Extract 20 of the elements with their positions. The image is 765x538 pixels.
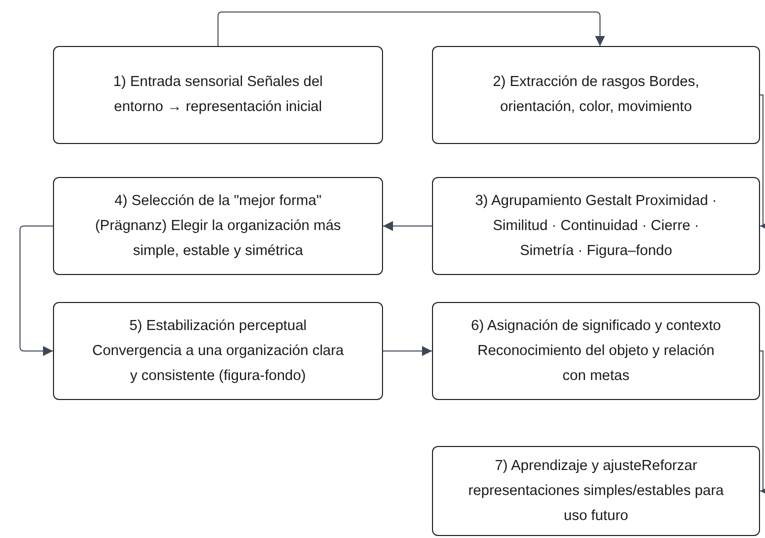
- arrow: [760, 350, 765, 496]
- arrow: [382, 346, 432, 356]
- process-box: [432, 302, 760, 400]
- step-text: 4) Selección de la "mejor forma" (Prägnanz) Elegir la organización más simple, estable y simétrica: [94, 192, 342, 260]
- process-box: [432, 46, 760, 144]
- process-box: [432, 446, 760, 536]
- arrow: [20, 226, 54, 356]
- step-text: 1) Entrada sensorial Señales del entorno → representación inicial: [112, 73, 324, 117]
- arrow: [218, 12, 605, 46]
- step-text: 5) Estabilización perceptual Convergencia a una organización clara y consistente (figura-fondo): [91, 316, 345, 386]
- process-box: [53, 46, 383, 144]
- step-text: 6) Asignación de significado y contexto Reconocimiento del objeto y relación con metas: [470, 316, 722, 386]
- process-box: [53, 177, 383, 275]
- process-box: [432, 177, 760, 275]
- step-text: 7) Aprendizaje y ajusteReforzar representaciones simples/estables para uso futuro: [467, 456, 725, 526]
- arrow: [382, 221, 432, 231]
- step-text: 2) Extracción de rasgos Bordes, orientación, color, movimiento: [492, 73, 700, 117]
- process-box: [53, 302, 383, 400]
- step-text: 3) Agrupamiento Gestalt Proximidad · Similitud · Continuidad · Cierre · Simetría · Figura–fondo: [474, 192, 718, 260]
- arrow: [760, 94, 765, 231]
